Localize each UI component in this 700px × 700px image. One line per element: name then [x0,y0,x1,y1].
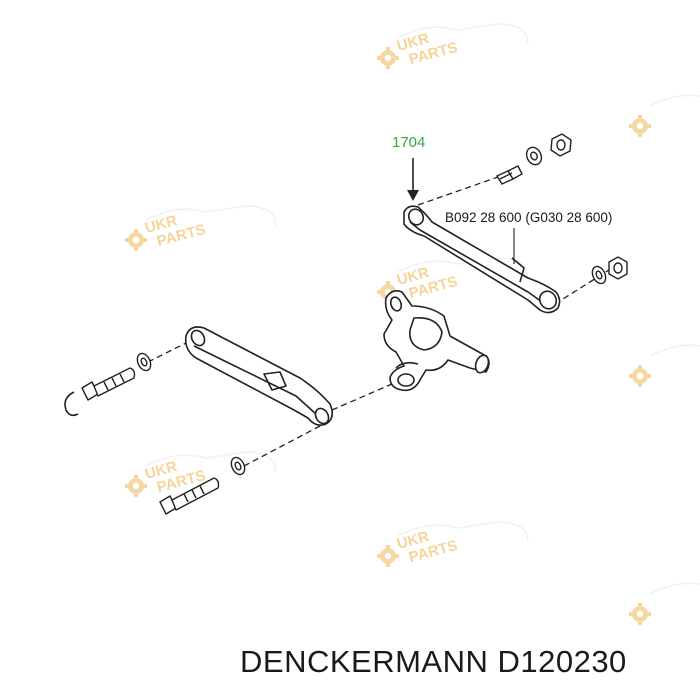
upper-control-arm [403,205,561,314]
watermark-top: UKR PARTS [376,23,529,70]
lower-left-bolt [81,367,136,401]
watermark-edge-lower-right [628,579,700,626]
reference-label: B092 28 600 (G030 28 600) [445,210,613,225]
callout-arrow [407,158,419,201]
lower-control-arm [184,326,334,426]
outer-washer [591,265,607,285]
watermark-edge-upper-right [628,91,700,138]
lower-left-clip [64,391,79,417]
upper-nut [550,133,572,157]
lower-assembly-axis [147,339,393,467]
part-number-label: 1704 [392,134,426,151]
outer-nut [608,256,628,280]
steering-knuckle [383,290,490,392]
upper-bolt [495,165,523,185]
watermark-bottom: UKR PARTS [376,521,529,568]
watermark-edge-right [628,341,700,388]
lower-center-bolt [159,477,220,515]
product-code-footer: DENCKERMANN D120230 [240,644,627,679]
lower-center-washer [230,456,246,476]
upper-washer [525,146,543,166]
watermark-left: UKR PARTS [124,205,277,252]
lower-left-washer [136,352,152,372]
watermark-center: UKR PARTS [376,257,529,304]
